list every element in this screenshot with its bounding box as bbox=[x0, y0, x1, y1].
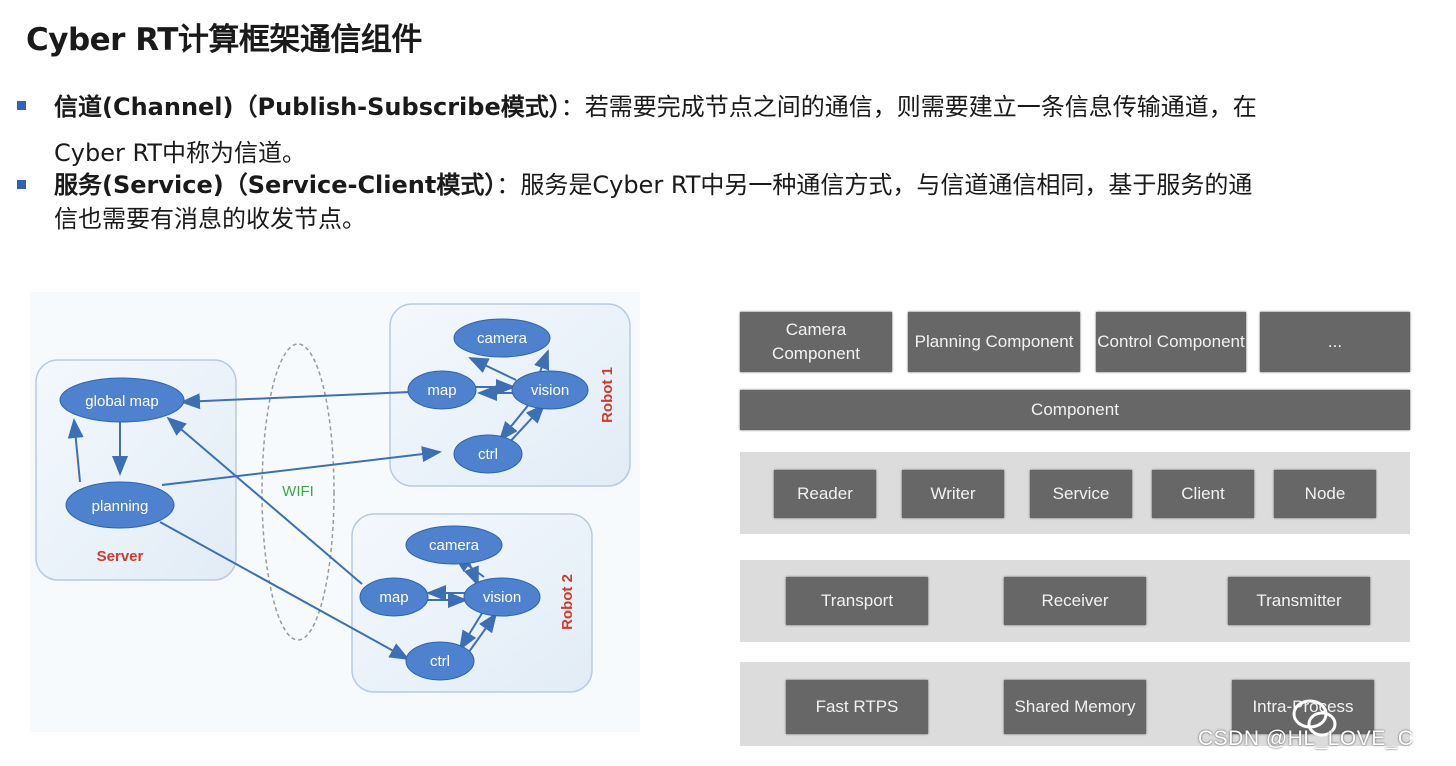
node-r1-map-label: map bbox=[427, 382, 456, 399]
node-r2-ctrl bbox=[405, 641, 475, 681]
transport-box: Transport bbox=[786, 577, 928, 625]
more-components-box: ... bbox=[1260, 312, 1410, 372]
network-diagram: global map planning camera map vision ct… bbox=[30, 292, 640, 732]
node-r2-camera bbox=[405, 525, 503, 565]
bullet-service-body-cont: 信也需要有消息的收发节点。 bbox=[54, 205, 366, 233]
node-r2-vision-label: vision bbox=[483, 589, 521, 606]
wifi-ellipse bbox=[261, 343, 335, 641]
shared-memory-box: Shared Memory bbox=[1004, 680, 1146, 734]
wechat-icon bbox=[1292, 699, 1337, 737]
node-r2-map bbox=[359, 577, 429, 617]
wifi-label: WIFI bbox=[282, 483, 314, 500]
client-box: Client bbox=[1152, 470, 1254, 518]
fast-rtps-box: Fast RTPS bbox=[786, 680, 928, 734]
bullet-channel: 信道(Channel)（Publish-Subscribe模式）：若需要完成节点… bbox=[14, 84, 1444, 176]
robot2-label: Robot 2 bbox=[559, 574, 576, 630]
bullet-list: 信道(Channel)（Publish-Subscribe模式）：若需要完成节点… bbox=[14, 84, 1444, 236]
node-r1-vision-label: vision bbox=[531, 382, 569, 399]
bullet-square-icon bbox=[17, 101, 26, 110]
node-r1-vision bbox=[511, 370, 589, 410]
node-r2-camera-label: camera bbox=[429, 537, 480, 554]
node-r1-camera-label: camera bbox=[477, 330, 528, 347]
node-r2-vision bbox=[463, 577, 541, 617]
bullet-service: 服务(Service)（Service-Client模式）：服务是Cyber R… bbox=[14, 168, 1444, 236]
node-box: Node bbox=[1274, 470, 1376, 518]
node-r1-ctrl-label: ctrl bbox=[478, 446, 498, 463]
reader-box: Reader bbox=[774, 470, 876, 518]
component-bar: Component bbox=[740, 390, 1410, 430]
robot1-box bbox=[389, 303, 631, 487]
bullet-service-body: ：服务是Cyber RT中另一种通信方式，与信道通信相同，基于服务的通 bbox=[496, 171, 1253, 199]
node-global-map bbox=[59, 377, 185, 423]
server-label: Server bbox=[97, 548, 144, 565]
writer-box: Writer bbox=[902, 470, 1004, 518]
bullet-service-head: 服务(Service)（Service-Client模式） bbox=[54, 171, 497, 199]
node-r2-ctrl-label: ctrl bbox=[430, 653, 450, 670]
planning-component-box: Planning Component bbox=[908, 312, 1080, 372]
node-global-map-label: global map bbox=[85, 393, 158, 410]
node-r1-camera bbox=[453, 318, 551, 358]
architecture-stack: Camera Component Planning Component Cont… bbox=[738, 310, 1412, 750]
control-component-box: Control Component bbox=[1096, 312, 1246, 372]
page-title: Cyber RT计算框架通信组件 bbox=[26, 22, 422, 58]
receiver-box: Receiver bbox=[1004, 577, 1146, 625]
node-planning bbox=[65, 481, 175, 529]
bullet-channel-head: 信道(Channel)（Publish-Subscribe模式） bbox=[54, 93, 561, 121]
bullet-square-icon bbox=[17, 180, 26, 189]
network-svg: global map planning camera map vision ct… bbox=[30, 292, 640, 732]
camera-component-box: Camera Component bbox=[740, 312, 892, 372]
node-r1-ctrl bbox=[453, 434, 523, 474]
node-r1-map bbox=[407, 370, 477, 410]
bullet-channel-body-cont: Cyber RT中称为信道。 bbox=[54, 139, 307, 167]
node-r2-map-label: map bbox=[379, 589, 408, 606]
robot1-label: Robot 1 bbox=[599, 367, 616, 423]
transmitter-box: Transmitter bbox=[1228, 577, 1370, 625]
csdn-watermark: CSDN @HL_LOVE_C bbox=[1198, 727, 1414, 750]
node-planning-label: planning bbox=[92, 498, 149, 515]
service-box: Service bbox=[1030, 470, 1132, 518]
bullet-channel-body: ：若需要完成节点之间的通信，则需要建立一条信息传输通道，在 bbox=[560, 93, 1257, 121]
